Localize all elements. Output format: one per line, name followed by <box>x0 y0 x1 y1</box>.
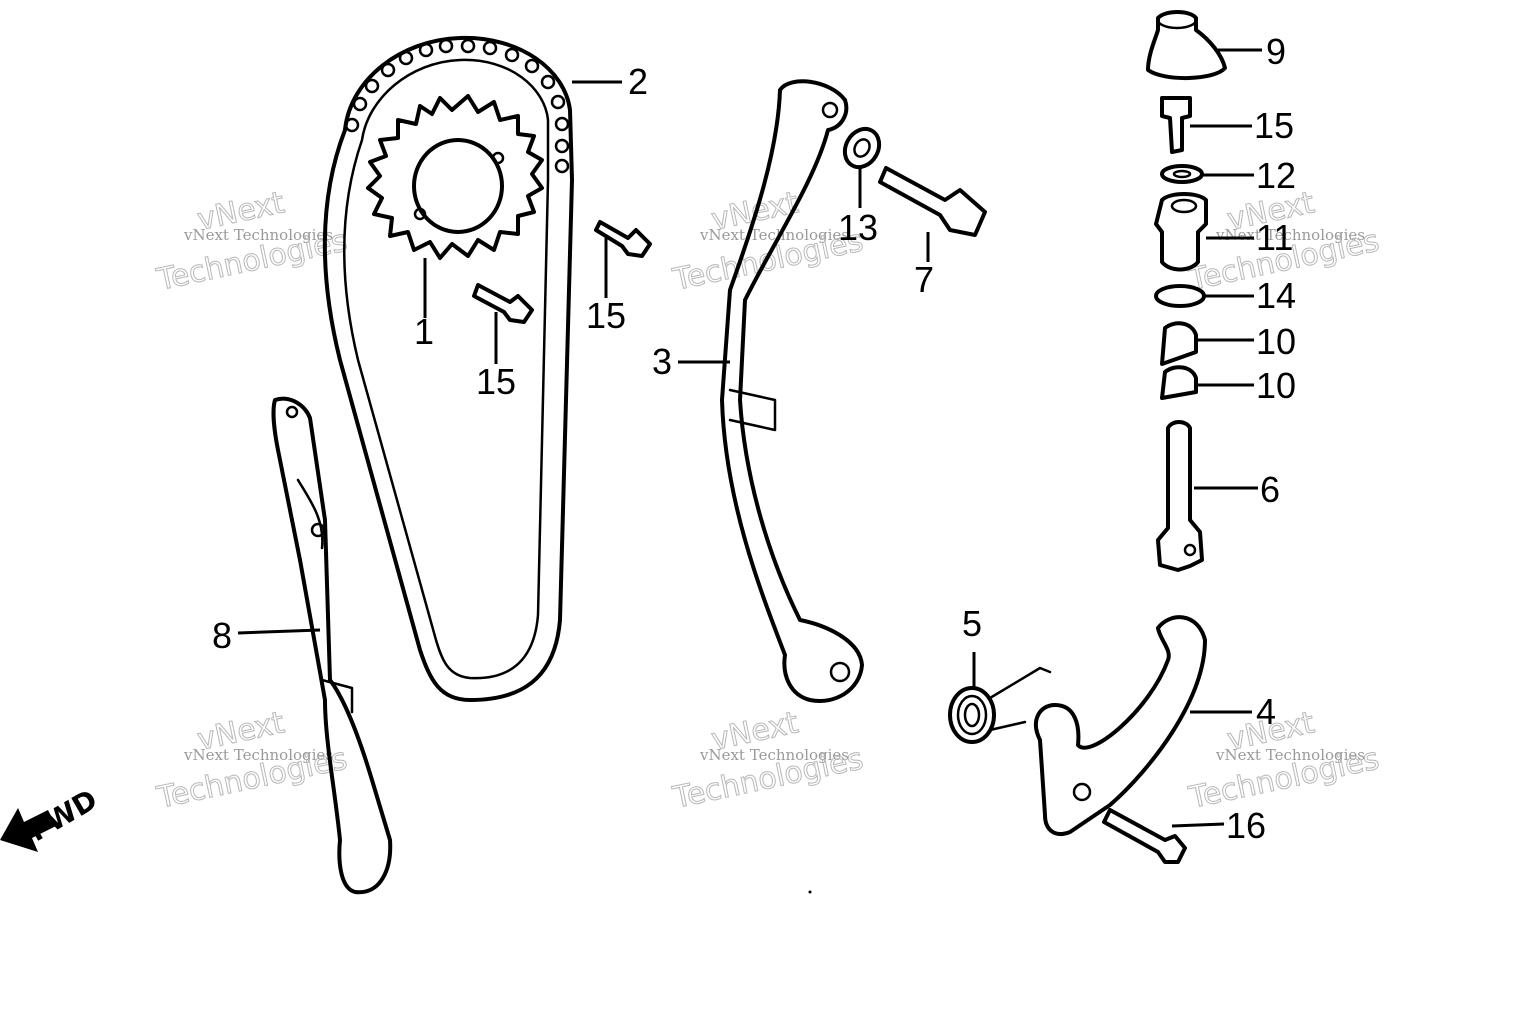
cam-chain-guide-left <box>271 396 393 895</box>
svg-text:vNext Technologies: vNext Technologies <box>183 226 333 244</box>
fwd-label: FWD <box>23 783 103 848</box>
arrow-left-icon <box>0 808 56 852</box>
chain-links <box>344 38 570 174</box>
callout-15-lower: 15 <box>476 361 516 402</box>
callout-15-right: 15 <box>1254 105 1294 146</box>
svg-text:vNext Technologies: vNext Technologies <box>1215 746 1365 764</box>
washer-12 <box>1160 164 1204 184</box>
bolt-15-upper <box>594 220 652 258</box>
watermark-top-left: vNext Technologies vNext Technologies <box>153 185 351 299</box>
callout-16: 16 <box>1226 805 1266 846</box>
cam-sprocket <box>366 94 544 260</box>
watermark-bottom-center: vNext Technologies vNext Technologies <box>669 705 867 817</box>
plug-11 <box>1154 192 1208 272</box>
callout-3: 3 <box>652 341 672 382</box>
callout-5: 5 <box>962 603 982 644</box>
bolt-15-lower <box>472 283 534 324</box>
callout-8: 8 <box>212 615 232 656</box>
bolt-7 <box>878 166 987 237</box>
tensioner-cap <box>1146 10 1227 80</box>
watermark-bottom-right: vNext Technologies vNext Technologies <box>1185 705 1383 817</box>
callout-10-upper: 10 <box>1256 321 1296 362</box>
tensioner-arm <box>1034 615 1207 836</box>
wedge-10-upper <box>1160 321 1198 366</box>
svg-text:vNext Technologies: vNext Technologies <box>183 746 333 764</box>
stray-dot <box>808 890 812 894</box>
washer-13 <box>842 126 882 170</box>
callout-1: 1 <box>414 311 434 352</box>
callout-12: 12 <box>1256 155 1296 196</box>
push-rod-6 <box>1156 420 1204 572</box>
callout-4: 4 <box>1256 691 1276 732</box>
callout-11: 11 <box>1256 217 1293 258</box>
cam-chain <box>322 35 574 702</box>
callout-15-upper: 15 <box>586 295 626 336</box>
watermark-top-center: vNext Technologies vNext Technologies <box>669 185 867 299</box>
callout-13: 13 <box>838 207 878 248</box>
wedge-10-lower <box>1160 365 1198 400</box>
callout-2: 2 <box>628 61 648 102</box>
watermark-bottom-left: vNext Technologies vNext Technologies <box>153 705 351 817</box>
leader-lines <box>237 48 1262 828</box>
callout-10-lower: 10 <box>1256 365 1296 406</box>
svg-text:vNext Technologies: vNext Technologies <box>699 226 849 244</box>
bolt-15-right <box>1160 96 1192 154</box>
svg-text:vNext Technologies: vNext Technologies <box>699 746 849 764</box>
bolt-16 <box>1102 808 1187 864</box>
forward-direction-indicator: FWD <box>0 783 103 852</box>
callout-14: 14 <box>1256 275 1296 316</box>
callout-9: 9 <box>1266 31 1286 72</box>
callout-7: 7 <box>914 259 934 300</box>
callout-labels: 1 2 3 4 5 6 7 8 9 10 10 11 12 13 14 15 1… <box>212 31 1296 846</box>
callout-6: 6 <box>1260 469 1280 510</box>
cam-chain-guide-right <box>720 79 864 703</box>
tensioner-spring <box>948 666 1052 744</box>
